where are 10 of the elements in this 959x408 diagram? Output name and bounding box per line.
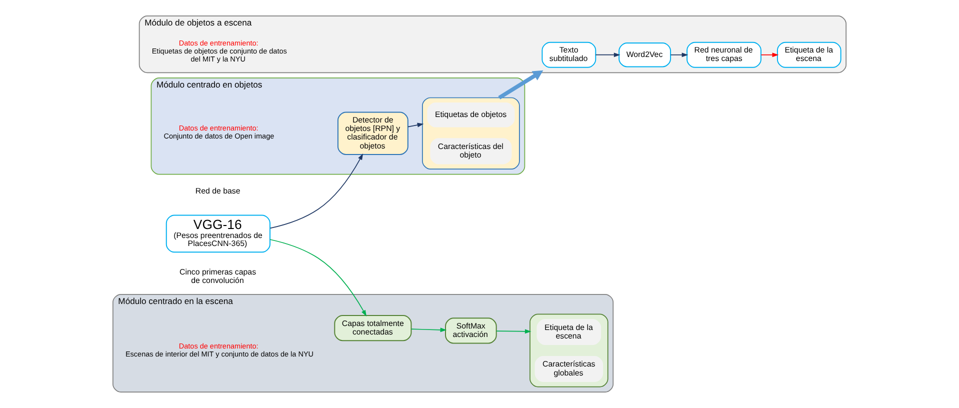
arrow <box>496 329 532 334</box>
cluster <box>422 97 520 170</box>
arrow <box>595 52 620 58</box>
arrow <box>408 122 424 128</box>
arrow <box>270 239 367 316</box>
cluster <box>530 314 608 388</box>
arrow <box>670 52 688 58</box>
arrow <box>410 328 447 332</box>
arrow <box>760 52 779 58</box>
arrow <box>270 154 364 229</box>
